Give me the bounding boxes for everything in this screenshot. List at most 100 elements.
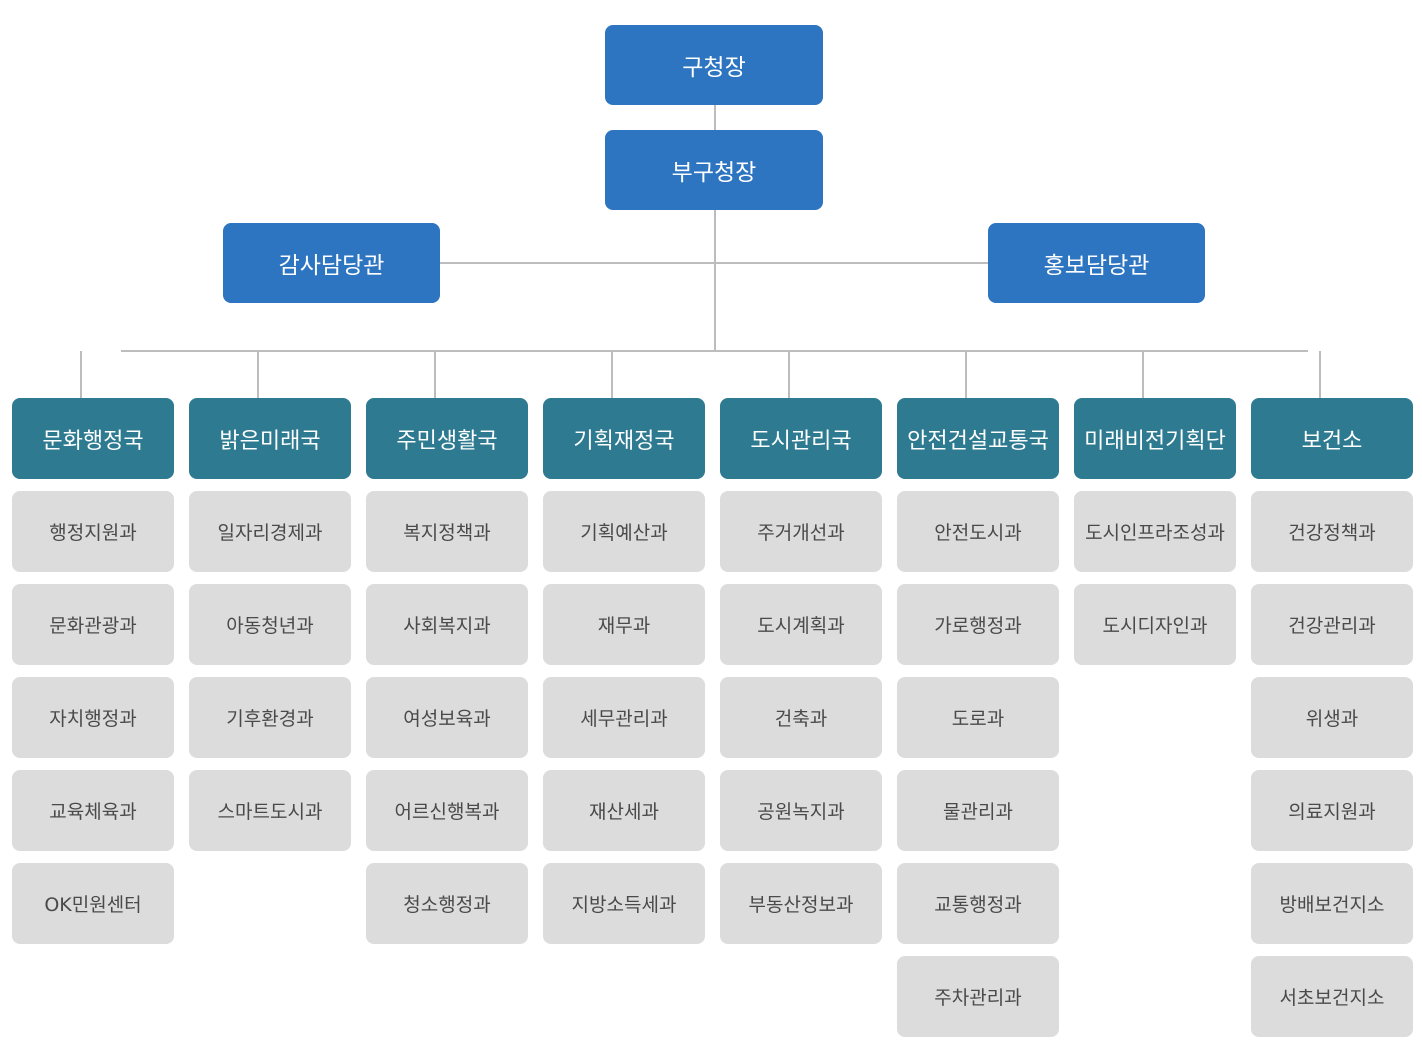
audit-office-box: 감사담당관 (223, 223, 440, 303)
department-box: 서초보건지소 (1251, 956, 1413, 1037)
department-label: 복지정책과 (403, 522, 491, 544)
department-box: 지방소득세과 (543, 863, 705, 944)
department-label: 어르신행복과 (394, 801, 500, 823)
department-label: 재산세과 (589, 801, 659, 823)
department-label: 안전도시과 (934, 522, 1022, 544)
department-label: 교육체육과 (49, 801, 137, 823)
bureau-box: 기획재정국 (543, 398, 705, 479)
bureau-label: 도시관리국 (750, 428, 852, 454)
department-box: 청소행정과 (366, 863, 528, 944)
bureau-label: 문화행정국 (42, 428, 144, 454)
department-label: 공원녹지과 (757, 801, 845, 823)
bureau-label: 보건소 (1301, 428, 1363, 454)
department-label: 지방소득세과 (571, 894, 677, 916)
department-box: 자치행정과 (12, 677, 174, 758)
department-label: 청소행정과 (403, 894, 491, 916)
department-label: 기획예산과 (580, 522, 668, 544)
department-box: 교육체육과 (12, 770, 174, 851)
department-label: 아동청년과 (226, 615, 314, 637)
department-box: 도시인프라조성과 (1074, 491, 1236, 572)
bureau-box: 주민생활국 (366, 398, 528, 479)
department-box: 기후환경과 (189, 677, 351, 758)
department-box: 의료지원과 (1251, 770, 1413, 851)
bureau-label: 기획재정국 (573, 428, 675, 454)
department-label: 가로행정과 (934, 615, 1022, 637)
bureau-box: 미래비전기획단 (1074, 398, 1236, 479)
department-box: 공원녹지과 (720, 770, 882, 851)
department-box: 여성보육과 (366, 677, 528, 758)
audit-office-label: 감사담당관 (278, 253, 385, 279)
department-box: 부동산정보과 (720, 863, 882, 944)
department-label: 위생과 (1305, 708, 1359, 730)
department-label: 건강정책과 (1288, 522, 1376, 544)
department-label: 여성보육과 (403, 708, 491, 730)
department-box: 교통행정과 (897, 863, 1059, 944)
department-box: 문화관광과 (12, 584, 174, 665)
department-box: 방배보건지소 (1251, 863, 1413, 944)
department-label: OK민원센터 (44, 894, 142, 916)
department-label: 건강관리과 (1288, 615, 1376, 637)
department-box: 일자리경제과 (189, 491, 351, 572)
bureau-box: 안전건설교통국 (897, 398, 1059, 479)
department-box: 건강정책과 (1251, 491, 1413, 572)
department-box: 가로행정과 (897, 584, 1059, 665)
department-box: 위생과 (1251, 677, 1413, 758)
department-box: 도로과 (897, 677, 1059, 758)
department-box: 주거개선과 (720, 491, 882, 572)
department-label: 도로과 (951, 708, 1005, 730)
bureau-label: 주민생활국 (396, 428, 498, 454)
department-label: 물관리과 (943, 801, 1013, 823)
mayor-label: 구청장 (682, 55, 746, 81)
department-label: 재무과 (597, 615, 651, 637)
pr-office-box: 홍보담당관 (988, 223, 1205, 303)
bureau-label: 안전건설교통국 (907, 428, 1049, 454)
department-label: 스마트도시과 (217, 801, 323, 823)
department-label: 교통행정과 (934, 894, 1022, 916)
department-label: 사회복지과 (403, 615, 491, 637)
bureau-label: 미래비전기획단 (1084, 428, 1226, 454)
department-box: 재무과 (543, 584, 705, 665)
bureau-box: 보건소 (1251, 398, 1413, 479)
deputy-mayor-box: 부구청장 (605, 130, 823, 210)
department-box: 어르신행복과 (366, 770, 528, 851)
bureau-box: 문화행정국 (12, 398, 174, 479)
connector-bureau-drops (80, 351, 1321, 398)
department-label: 도시계획과 (757, 615, 845, 637)
department-label: 문화관광과 (49, 615, 137, 637)
department-label: 주거개선과 (757, 522, 845, 544)
bureau-label: 밝은미래국 (219, 428, 321, 454)
department-label: 주차관리과 (934, 987, 1022, 1009)
department-label: 기후환경과 (226, 708, 314, 730)
department-box: 건강관리과 (1251, 584, 1413, 665)
department-label: 세무관리과 (580, 708, 668, 730)
department-box: 스마트도시과 (189, 770, 351, 851)
department-box: 도시계획과 (720, 584, 882, 665)
department-label: 건축과 (774, 708, 828, 730)
department-label: 도시인프라조성과 (1085, 522, 1225, 544)
department-label: 자치행정과 (49, 708, 137, 730)
department-label: 방배보건지소 (1279, 894, 1385, 916)
department-box: 물관리과 (897, 770, 1059, 851)
department-box: 사회복지과 (366, 584, 528, 665)
department-label: 의료지원과 (1288, 801, 1376, 823)
department-box: 행정지원과 (12, 491, 174, 572)
department-label: 서초보건지소 (1279, 987, 1385, 1009)
department-box: 재산세과 (543, 770, 705, 851)
department-box: OK민원센터 (12, 863, 174, 944)
pr-office-label: 홍보담당관 (1043, 253, 1150, 279)
bureau-box: 밝은미래국 (189, 398, 351, 479)
department-box: 주차관리과 (897, 956, 1059, 1037)
department-label: 행정지원과 (49, 522, 137, 544)
department-box: 세무관리과 (543, 677, 705, 758)
mayor-box: 구청장 (605, 25, 823, 105)
department-label: 일자리경제과 (217, 522, 323, 544)
department-label: 도시디자인과 (1102, 615, 1208, 637)
department-box: 도시디자인과 (1074, 584, 1236, 665)
department-box: 건축과 (720, 677, 882, 758)
bureau-box: 도시관리국 (720, 398, 882, 479)
department-box: 아동청년과 (189, 584, 351, 665)
department-box: 복지정책과 (366, 491, 528, 572)
department-label: 부동산정보과 (748, 894, 854, 916)
